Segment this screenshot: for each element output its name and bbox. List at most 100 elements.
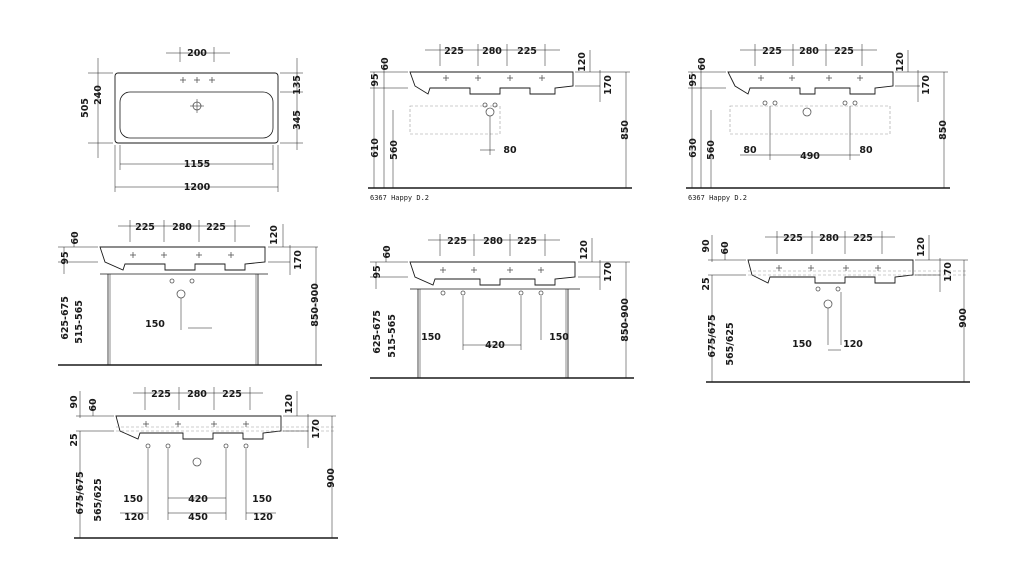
dim-135: 135 bbox=[292, 75, 303, 95]
dim-225-left: 225 bbox=[151, 389, 171, 400]
dim-120-top: 120 bbox=[916, 237, 927, 257]
dim-150-left: 150 bbox=[123, 494, 143, 505]
dim-490: 490 bbox=[800, 151, 820, 162]
dim-120: 120 bbox=[269, 225, 280, 245]
view-wall-hung-900-single: 225 280 225 90 60 25 675/675 565/625 120… bbox=[701, 231, 970, 383]
dim-225-right: 225 bbox=[206, 222, 226, 233]
dim-610: 610 bbox=[370, 138, 381, 158]
view-front-wall-850: 225 280 225 60 95 610 560 120 170 850 80… bbox=[368, 44, 632, 202]
dim-565-625: 565/625 bbox=[725, 322, 736, 365]
basin-front-profile bbox=[99, 246, 266, 271]
dim-345: 345 bbox=[292, 110, 303, 130]
dim-1155: 1155 bbox=[184, 159, 210, 170]
dim-515-565: 515-565 bbox=[387, 314, 398, 358]
dim-170: 170 bbox=[311, 419, 322, 439]
dim-90: 90 bbox=[69, 395, 80, 409]
tap-hole-left-icon bbox=[180, 77, 186, 83]
view-wall-hung-900-double: 225 280 225 90 60 25 675/675 565/625 120… bbox=[69, 387, 338, 539]
dim-630: 630 bbox=[688, 138, 699, 158]
dim-280: 280 bbox=[799, 46, 819, 57]
dim-450: 450 bbox=[188, 512, 208, 523]
dim-850-900: 850-900 bbox=[310, 283, 321, 327]
dim-120: 120 bbox=[895, 52, 906, 72]
dim-420: 420 bbox=[485, 340, 505, 351]
basin-top-outline bbox=[114, 72, 279, 144]
dim-225-right: 225 bbox=[853, 233, 873, 244]
dim-150: 150 bbox=[792, 339, 812, 350]
dim-560: 560 bbox=[389, 140, 400, 160]
dim-170: 170 bbox=[603, 262, 614, 282]
dim-225-left: 225 bbox=[783, 233, 803, 244]
dim-120-top: 120 bbox=[284, 394, 295, 414]
dim-280: 280 bbox=[819, 233, 839, 244]
dim-280: 280 bbox=[483, 236, 503, 247]
dim-170: 170 bbox=[921, 75, 932, 95]
dim-850-900: 850-900 bbox=[620, 298, 631, 342]
product-caption: 6367 Happy D.2 bbox=[370, 194, 429, 202]
dim-625-675: 625-675 bbox=[60, 296, 71, 340]
dim-675-675: 675/675 bbox=[75, 471, 86, 514]
dim-565-625: 565/625 bbox=[93, 478, 104, 521]
dim-225-right: 225 bbox=[834, 46, 854, 57]
dim-120: 120 bbox=[577, 52, 588, 72]
dim-505: 505 bbox=[80, 98, 91, 118]
waste-fitting-icon bbox=[482, 102, 498, 117]
dim-80-left: 80 bbox=[743, 145, 757, 156]
dim-120-bottom: 120 bbox=[843, 339, 863, 350]
dim-95: 95 bbox=[370, 73, 381, 86]
dim-225-right: 225 bbox=[222, 389, 242, 400]
dim-150-right: 150 bbox=[252, 494, 272, 505]
tap-hole-center-icon bbox=[194, 77, 200, 83]
dim-120-left: 120 bbox=[124, 512, 144, 523]
basin-front-profile bbox=[409, 261, 576, 286]
dim-240: 240 bbox=[93, 85, 104, 105]
dim-60: 60 bbox=[88, 398, 99, 412]
dim-1200: 1200 bbox=[184, 182, 211, 193]
basin-bowl-outline bbox=[119, 91, 274, 139]
dim-900: 900 bbox=[958, 308, 969, 328]
dim-120: 120 bbox=[579, 240, 590, 260]
dim-80-right: 80 bbox=[859, 145, 873, 156]
dim-225-right: 225 bbox=[517, 46, 537, 57]
basin-front-profile bbox=[727, 71, 894, 95]
dim-225-right: 225 bbox=[517, 236, 537, 247]
basin-front-profile bbox=[409, 71, 574, 95]
dim-150: 150 bbox=[145, 319, 165, 330]
dim-850: 850 bbox=[938, 120, 949, 140]
dim-60: 60 bbox=[380, 57, 391, 71]
dim-95: 95 bbox=[372, 265, 383, 278]
view-top: 200 240 505 135 345 1155 1200 bbox=[80, 47, 303, 193]
product-caption: 6367 Happy D.2 bbox=[688, 194, 747, 202]
dim-675-675: 675/675 bbox=[707, 314, 718, 357]
dim-625-675: 625-675 bbox=[372, 310, 383, 354]
dim-25: 25 bbox=[69, 433, 80, 446]
dim-280: 280 bbox=[482, 46, 502, 57]
dim-280: 280 bbox=[172, 222, 192, 233]
dim-150-left: 150 bbox=[421, 332, 441, 343]
dim-200: 200 bbox=[187, 48, 207, 59]
dim-95: 95 bbox=[60, 251, 71, 264]
dim-170: 170 bbox=[293, 250, 304, 270]
dim-900: 900 bbox=[326, 468, 337, 488]
view-console-single: 225 280 225 60 95 625-675 515-565 120 17… bbox=[58, 220, 322, 366]
dim-225-left: 225 bbox=[447, 236, 467, 247]
view-front-wall-850-double: 225 280 225 60 95 630 560 120 170 850 80… bbox=[686, 44, 950, 202]
dim-515-565: 515-565 bbox=[74, 300, 85, 344]
dim-60: 60 bbox=[720, 241, 731, 255]
dim-60: 60 bbox=[697, 57, 708, 71]
dim-95: 95 bbox=[688, 73, 699, 86]
dim-60: 60 bbox=[382, 245, 393, 259]
tap-hole-right-icon bbox=[209, 77, 215, 83]
dim-225-left: 225 bbox=[762, 46, 782, 57]
dim-60: 60 bbox=[70, 231, 81, 245]
dim-150-right: 150 bbox=[549, 332, 569, 343]
dim-25: 25 bbox=[701, 277, 712, 290]
view-console-double: 225 280 225 60 95 625-675 515-565 120 17… bbox=[370, 234, 634, 379]
dim-80: 80 bbox=[503, 145, 517, 156]
dim-560: 560 bbox=[706, 140, 717, 160]
dim-170: 170 bbox=[603, 75, 614, 95]
dim-120-right: 120 bbox=[253, 512, 273, 523]
dim-420: 420 bbox=[188, 494, 208, 505]
basin-front-profile bbox=[747, 259, 914, 284]
